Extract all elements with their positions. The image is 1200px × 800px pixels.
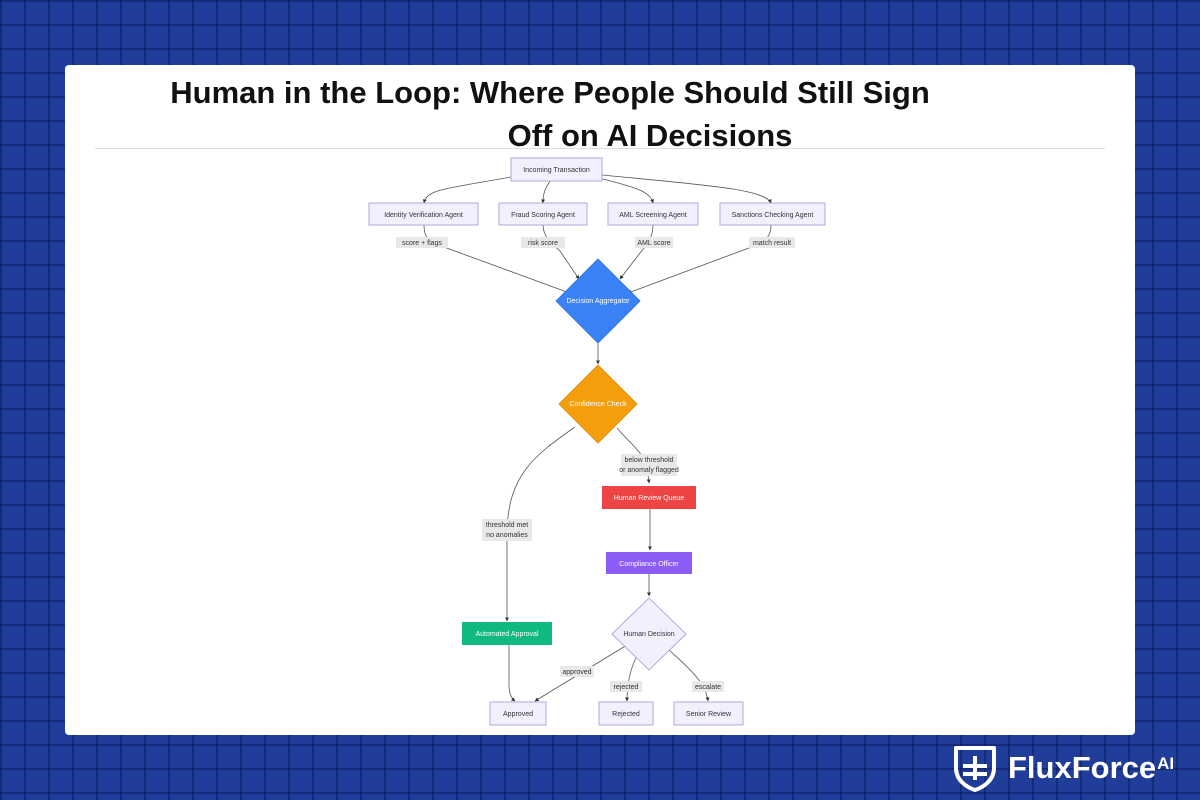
- title-divider: [95, 148, 1105, 149]
- label-escalate: escalate: [695, 684, 721, 691]
- title-line-1: Human in the Loop: Where People Should S…: [170, 75, 930, 110]
- node-rejected: Rejected: [598, 701, 654, 726]
- flowchart: score + flags risk score AML score match…: [368, 157, 826, 726]
- node-approved: Approved: [489, 701, 547, 726]
- edge-incoming-aml: [594, 176, 655, 204]
- edge-labels: score + flags risk score AML score match…: [396, 237, 795, 692]
- node-human-decision: Human Decision: [611, 597, 687, 671]
- label-aml-score: AML score: [637, 240, 670, 247]
- brand-suffix: AI: [1157, 754, 1175, 773]
- svg-text:Identity Verification Agent: Identity Verification Agent: [384, 212, 463, 219]
- label-anomaly-flagged: or anomaly flagged: [619, 467, 679, 474]
- label-no-anomalies: no anomalies: [486, 532, 528, 539]
- svg-text:Incoming Transaction: Incoming Transaction: [523, 167, 590, 174]
- svg-text:Confidence Check: Confidence Check: [569, 401, 627, 408]
- node-decision-aggregator: Decision Aggregator: [555, 258, 641, 344]
- node-aml-screening: AML Screening Agent: [607, 202, 699, 226]
- svg-text:Rejected: Rejected: [612, 711, 640, 718]
- node-automated-approval: Automated Approval: [462, 622, 552, 645]
- label-rejected: rejected: [614, 684, 639, 691]
- brand-name: FluxForce: [1008, 750, 1157, 785]
- svg-text:Decision Aggregator: Decision Aggregator: [566, 298, 630, 305]
- svg-text:Human Review Queue: Human Review Queue: [614, 495, 685, 502]
- edge-fraud-aggregator: [542, 224, 580, 280]
- node-human-review-queue: Human Review Queue: [602, 486, 696, 509]
- svg-text:Automated Approval: Automated Approval: [475, 631, 538, 638]
- node-senior-review: Senior Review: [673, 701, 744, 726]
- node-sanctions-checking: Sanctions Checking Agent: [719, 202, 826, 226]
- node-fraud-scoring: Fraud Scoring Agent: [498, 202, 588, 226]
- node-confidence-check: Confidence Check: [558, 364, 638, 444]
- node-compliance-officer: Compliance Officer: [606, 552, 692, 574]
- diagram-card: Human in the Loop: Where People Should S…: [65, 65, 1135, 735]
- label-score-flags: score + flags: [402, 240, 442, 247]
- label-match-result: match result: [753, 240, 791, 247]
- page-title: Human in the Loop: Where People Should S…: [65, 71, 1135, 157]
- svg-text:Human Decision: Human Decision: [623, 631, 674, 638]
- edge-decision-rejected: [625, 657, 637, 702]
- svg-text:Compliance Officer: Compliance Officer: [619, 561, 679, 568]
- svg-text:Approved: Approved: [503, 711, 533, 718]
- edge-identity-aggregator: [423, 224, 576, 296]
- svg-text:Senior Review: Senior Review: [686, 711, 732, 718]
- label-below-threshold: below threshold: [624, 457, 673, 464]
- edge-auto-approved: [508, 644, 516, 702]
- brand-logo: FluxForceAI: [952, 744, 1192, 794]
- edge-aml-aggregator: [619, 224, 654, 280]
- edge-incoming-sanctions: [601, 174, 772, 204]
- svg-text:Sanctions Checking Agent: Sanctions Checking Agent: [732, 212, 814, 219]
- label-approved: approved: [562, 669, 591, 676]
- edge-incoming-fraud: [541, 180, 551, 204]
- title-line-2: Off on AI Decisions: [507, 118, 793, 153]
- label-risk-score: risk score: [528, 240, 558, 247]
- shield-plus-icon: [954, 746, 996, 792]
- label-threshold-met: threshold met: [486, 522, 528, 529]
- node-identity-verification: Identity Verification Agent: [368, 202, 479, 226]
- svg-text:Fraud Scoring Agent: Fraud Scoring Agent: [511, 212, 575, 219]
- svg-text:AML Screening Agent: AML Screening Agent: [619, 212, 687, 219]
- edge-sanctions-aggregator: [627, 224, 772, 294]
- edge-decision-senior: [667, 648, 710, 702]
- edge-incoming-identity: [422, 176, 512, 204]
- brand-wordmark: FluxForceAI: [1008, 750, 1174, 786]
- node-incoming-transaction: Incoming Transaction: [510, 157, 603, 182]
